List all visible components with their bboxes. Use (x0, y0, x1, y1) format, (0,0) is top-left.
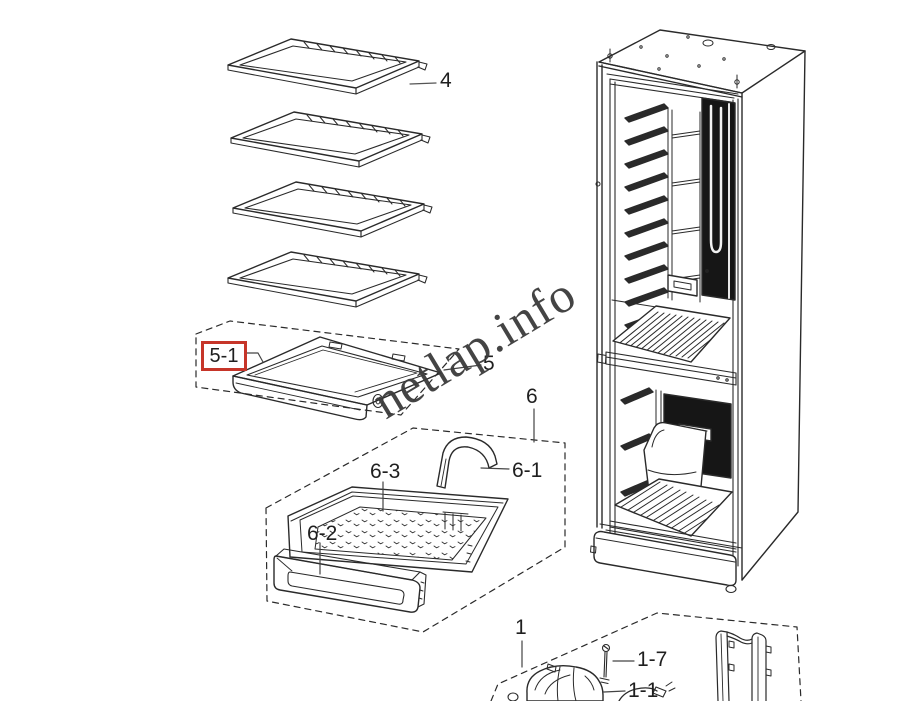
slide-shelf-group-5 (195, 320, 482, 421)
leader-part-6-1 (480, 467, 510, 470)
part-label-1-1: 1-1 (628, 679, 659, 701)
part-label-1: 1 (515, 616, 527, 639)
leader-part-1-1 (603, 690, 626, 693)
drawer-front-part-6-2 (273, 548, 427, 613)
shroud-part-1-1 (507, 663, 604, 701)
screw-part-1-7 (599, 643, 611, 685)
duct-cover-part (715, 630, 772, 701)
fridge-compartment-interior (611, 97, 736, 363)
freezer-compartment-interior (609, 387, 737, 550)
dashed-boundary-1 (490, 612, 802, 701)
machine-group-1 (490, 612, 802, 701)
dashed-boundary-5 (195, 320, 460, 416)
vegetable-drawer-group-6 (265, 408, 566, 633)
compartment-divider (596, 351, 737, 386)
part-label-6-2: 6-2 (307, 522, 338, 545)
glass-shelf (227, 38, 428, 95)
damper-box (667, 274, 698, 297)
refrigerator-cabinet (590, 29, 806, 594)
glass-shelf (232, 181, 433, 238)
glass-shelf (230, 111, 431, 168)
power-cord (618, 681, 676, 701)
leader-part-5-1 (245, 352, 264, 363)
shelf-front-trim-5-1 (232, 375, 368, 421)
leader-part-4 (409, 82, 437, 85)
kick-plate (590, 530, 737, 594)
part-label-4: 4 (440, 69, 452, 92)
part-label-6-1: 6-1 (512, 459, 543, 482)
cabinet-top-details (607, 35, 776, 89)
leader-part-5 (443, 364, 482, 371)
hinge-hole (595, 181, 601, 187)
part-label-6: 6 (526, 385, 538, 408)
dashed-boundary-6 (265, 427, 566, 633)
part-label-6-3: 6-3 (370, 460, 401, 483)
drawer-cover-part-6-1 (436, 436, 498, 489)
part-label-5: 5 (483, 352, 495, 375)
glass-shelf (227, 251, 428, 308)
part-label-1-7: 1-7 (637, 648, 668, 671)
glass-shelves-part-4 (227, 38, 437, 308)
part-label-5-1: 5-1 (201, 341, 247, 371)
